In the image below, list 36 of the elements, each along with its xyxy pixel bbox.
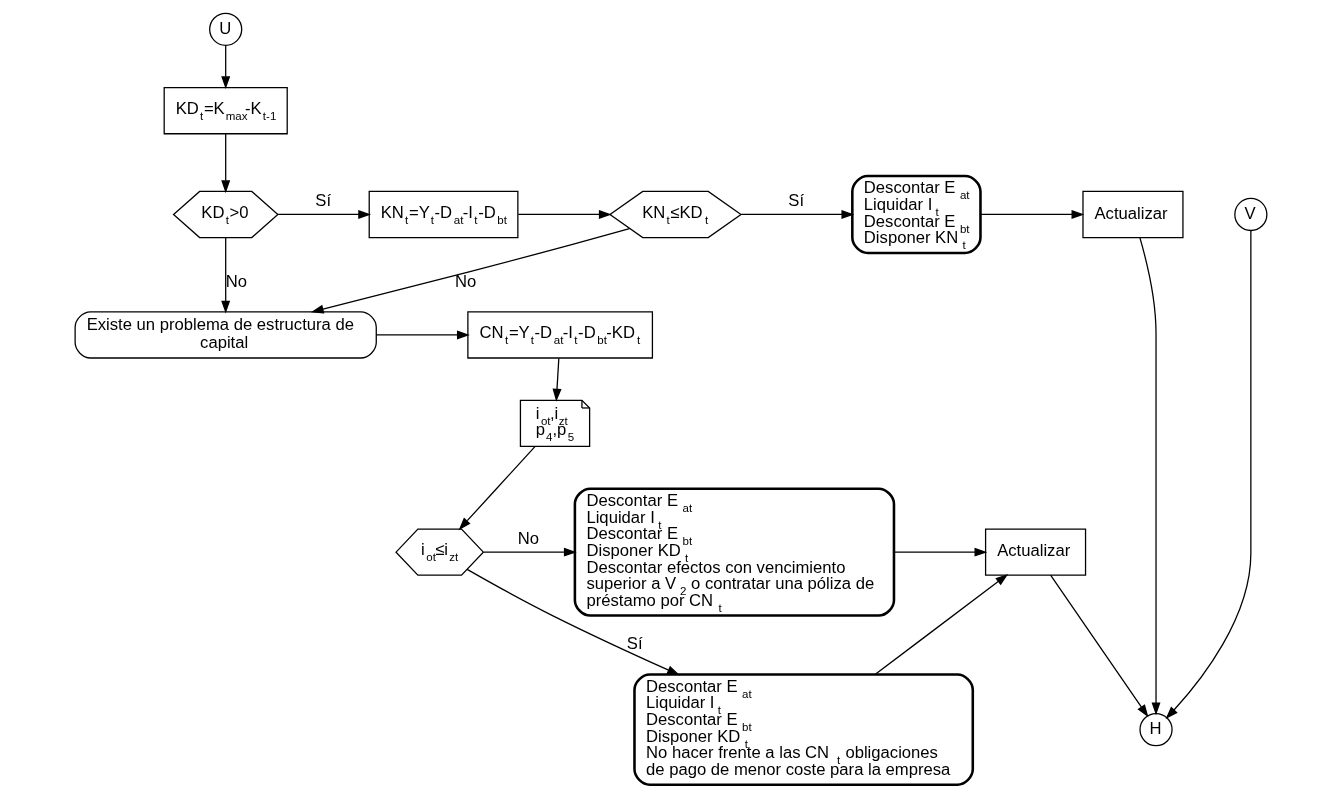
node-circle: V <box>1234 197 1268 232</box>
arrow <box>375 330 470 340</box>
node-box: Existe un problema de estructura de capital <box>74 311 377 359</box>
arrow <box>458 446 536 531</box>
arrow <box>517 209 612 219</box>
arrow <box>893 547 988 557</box>
arrow <box>552 357 562 402</box>
arrow <box>1049 574 1149 718</box>
node-circle: H <box>1139 712 1173 747</box>
node-box: Actualizar <box>1082 190 1184 239</box>
edge-label: Sí <box>788 191 805 211</box>
arrow <box>221 44 231 90</box>
arrow <box>874 574 1009 675</box>
edge-label: No <box>225 271 247 291</box>
node-box: CN$_{t}$=Y$_{t}$-D$_{at}$-I$_{t}$-D$_{bt}$-KD$_{t}$ <box>467 311 654 359</box>
arrow <box>740 209 855 219</box>
edge-label: Sí <box>315 191 332 211</box>
arrow <box>1165 230 1252 719</box>
node-box: KD$_{t}$=K$_{max}$-K$_{t-1}$ <box>163 86 288 135</box>
node-box: Descontar E$_{at}$ Liquidar I$_{t}$ Descontar E$_{bt}$ Disponer KD$_{t}$ No hacer frente a las CN$_{t}$ obligaciones de pago de menor coste para la empresa <box>633 673 975 786</box>
arrow <box>483 547 577 557</box>
node-box: Actualizar <box>984 528 1087 576</box>
node-box: KN$_{t}$=Y$_{t}$-D$_{at}$-I$_{t}$-D$_{bt}$ <box>368 190 519 239</box>
node-circle: U <box>209 12 243 46</box>
arrow <box>980 209 1085 219</box>
arrow <box>1139 237 1161 716</box>
node-box: Descontar E$_{at}$ Liquidar I$_{t}$ Descontar E$_{bt}$ Disponer KN$_{t}$ <box>851 174 982 255</box>
node-box: Descontar E$_{at}$ Liquidar I$_{t}$ Descontar E$_{bt}$ Disponer KD$_{t}$ Descontar efectos con vencimiento superior a V$_{2}$ o contratar una póliza de préstamo por CN$_{t}$ <box>573 487 896 617</box>
edge-label: No <box>517 528 540 548</box>
edge-label: Sí <box>626 634 643 654</box>
arrow <box>221 133 231 194</box>
arrow <box>310 228 631 314</box>
arrow <box>221 237 231 314</box>
edge-label: No <box>455 271 477 291</box>
arrow <box>277 209 372 219</box>
arrow <box>466 568 680 676</box>
